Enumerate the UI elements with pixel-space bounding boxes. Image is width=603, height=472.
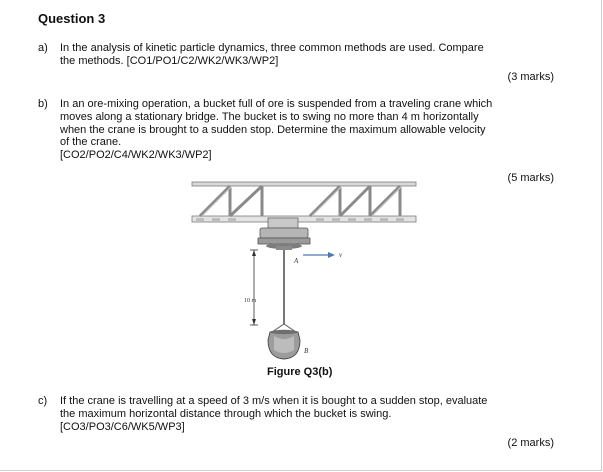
question-title: Question 3: [38, 11, 106, 26]
velocity-arrow: [303, 252, 335, 258]
part-c-line: the maximum horizontal distance through …: [60, 407, 392, 420]
part-a-text: In the analysis of kinetic particle dyna…: [60, 42, 560, 68]
part-b-line: moves along a stationary bridge. The buc…: [60, 110, 479, 123]
part-b-line: In an ore-mixing operation, a bucket ful…: [60, 98, 493, 110]
part-a-line: the methods. [CO1/PO1/C2/WK2/WK3/WP2]: [60, 54, 279, 67]
crane-figure: v A 10 m B: [191, 181, 417, 360]
part-c-label: c): [38, 395, 48, 407]
label-b: B: [304, 347, 309, 355]
crane-trolley: [257, 217, 311, 250]
label-v: v: [339, 251, 343, 259]
part-c-line: [CO3/PO3/C6/WK5/WP3]: [60, 420, 185, 433]
truss-bridge: [191, 181, 417, 223]
length-dimension: [250, 249, 258, 326]
part-a-label: a): [38, 42, 48, 54]
label-length: 10 m: [244, 298, 257, 304]
part-b-line: [CO2/PO2/C4/WK2/WK3/WP2]: [60, 149, 212, 162]
part-a-marks: (3 marks): [507, 71, 554, 83]
part-b-marks: (5 marks): [507, 172, 554, 184]
part-c-line: If the crane is travelling at a speed of…: [60, 395, 488, 407]
ore-bucket: [267, 323, 301, 360]
part-b-line: of the crane.: [60, 136, 122, 149]
figure-caption: Figure Q3(b): [267, 366, 333, 378]
part-b-line: when the crane is brought to a sudden st…: [60, 123, 486, 136]
label-a: A: [293, 257, 299, 265]
part-b-text: In an ore-mixing operation, a bucket ful…: [60, 98, 560, 162]
part-c-marks: (2 marks): [507, 437, 554, 449]
part-c-text: If the crane is travelling at a speed of…: [60, 395, 560, 433]
part-a-line: In the analysis of kinetic particle dyna…: [60, 42, 484, 54]
part-b-label: b): [38, 98, 48, 110]
